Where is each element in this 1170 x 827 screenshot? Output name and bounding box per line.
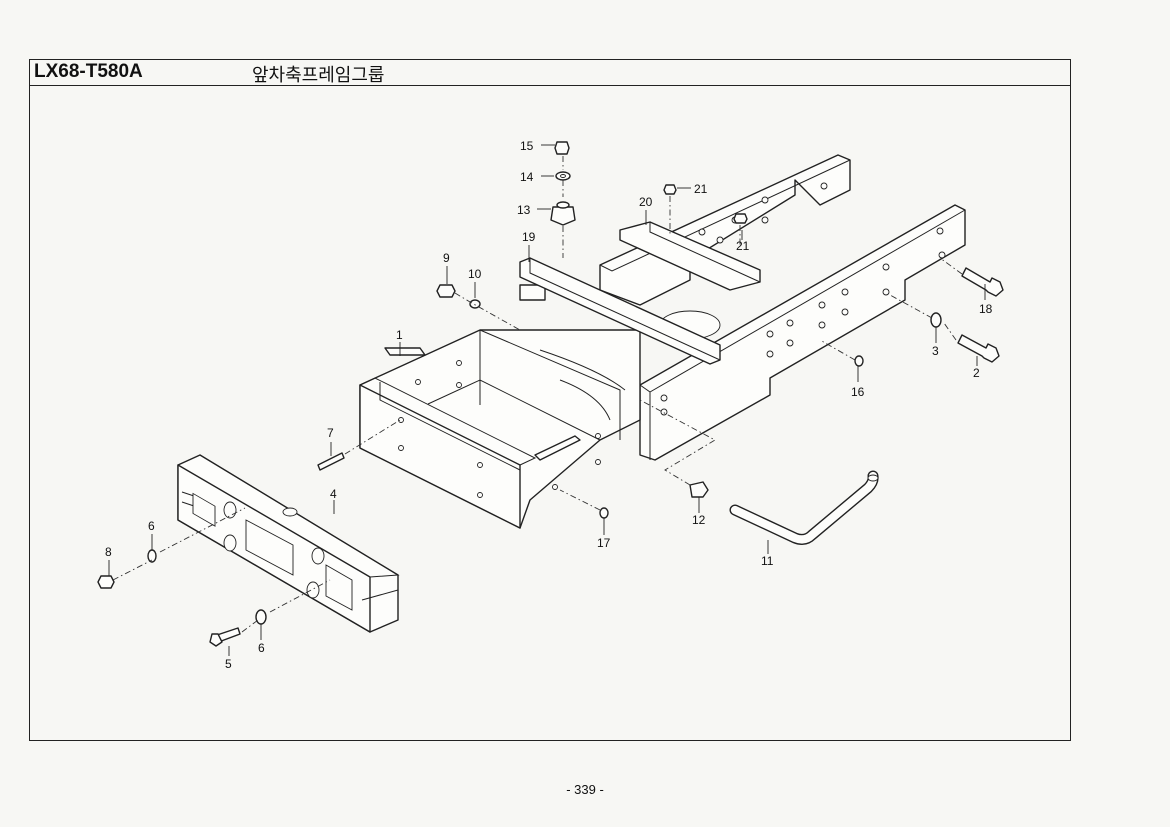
front-axle-frame-body: [359, 284, 721, 529]
callout-8: 8: [105, 545, 112, 559]
group-title: 앞차축프레임그룹: [252, 65, 385, 86]
callout-2: 2: [973, 366, 980, 380]
callout-15: 15: [520, 139, 534, 153]
callout-7: 7: [327, 426, 334, 440]
callout-1: 1: [396, 328, 403, 342]
callout-14: 14: [520, 170, 534, 184]
callout-11: 11: [761, 554, 774, 568]
callout-6-upper: 6: [148, 519, 155, 533]
model-code: LX68-T580A: [34, 61, 143, 82]
fasteners: [97, 141, 1004, 647]
cross-member: [519, 257, 721, 365]
front-weight: [177, 454, 400, 633]
callout-10: 10: [468, 267, 482, 281]
callout-19: 19: [522, 230, 536, 244]
drawing-frame: LX68-T580A 앞차축프레임그룹: [29, 59, 1071, 741]
assembly-lines: [112, 156, 963, 633]
callout-21-lower: 21: [736, 239, 750, 253]
callout-16: 16: [851, 385, 865, 399]
breather-tube: [729, 470, 879, 545]
callout-12: 12: [692, 513, 706, 527]
callout-18: 18: [979, 302, 993, 316]
frame-rail-left: [599, 154, 851, 306]
callout-17: 17: [597, 536, 611, 550]
bracket-plate: [619, 221, 761, 291]
callout-13: 13: [517, 203, 531, 217]
frame-rail-right: [639, 204, 966, 461]
callout-9: 9: [443, 251, 450, 265]
page-number: - 339 -: [566, 782, 604, 797]
callout-5: 5: [225, 657, 232, 671]
leader-lines: [108, 144, 986, 656]
callout-4: 4: [330, 487, 337, 501]
callout-3: 3: [932, 344, 939, 358]
callout-labels: 1 2 3 4 5 6 6 7 8 9 10 11 12 13 14 15 16…: [105, 139, 993, 671]
callout-20: 20: [639, 195, 653, 209]
callout-6-lower: 6: [258, 641, 265, 655]
title-bar: LX68-T580A 앞차축프레임그룹: [30, 60, 1070, 86]
callout-21-upper: 21: [694, 182, 708, 196]
